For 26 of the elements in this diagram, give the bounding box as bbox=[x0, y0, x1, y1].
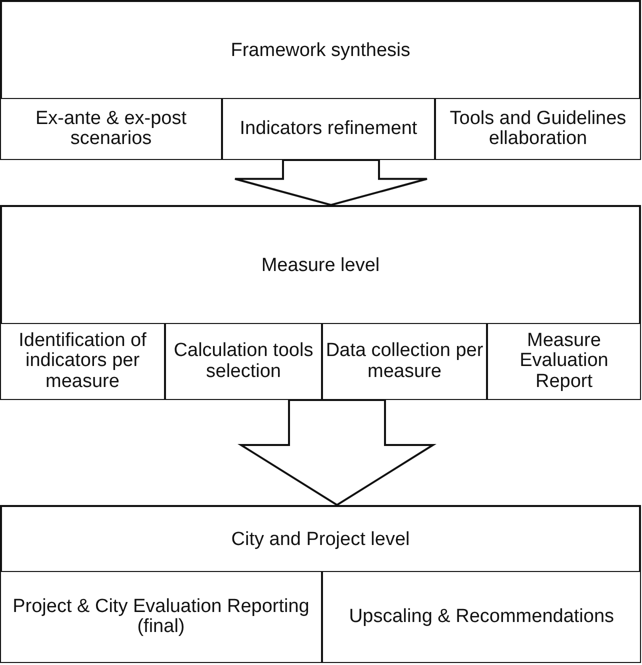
sub-step-box bbox=[322, 571, 641, 663]
step-label: Tools and Guidelines ellaboration bbox=[448, 108, 628, 150]
step-label: Project & City Evaluation Reporting (final) bbox=[12, 596, 310, 638]
sub-step-box bbox=[0, 98, 222, 160]
block-arrow bbox=[238, 399, 436, 506]
stage-box bbox=[0, 0, 641, 160]
stage-box bbox=[0, 505, 641, 663]
step-label: Identification of indicators per measure bbox=[18, 331, 148, 392]
stage-title: Measure level bbox=[261, 255, 380, 277]
sub-step-box bbox=[0, 323, 165, 400]
step-label: Indicators refinement bbox=[240, 118, 418, 140]
step-label: Calculation tools selection bbox=[172, 341, 314, 382]
sub-step-box bbox=[165, 323, 322, 400]
sub-step-box bbox=[222, 98, 435, 160]
stage-title: Framework synthesis bbox=[230, 40, 410, 62]
step-label: Ex-ante & ex-post scenarios bbox=[34, 108, 188, 150]
sub-step-box bbox=[322, 323, 487, 400]
sub-step-box bbox=[435, 98, 641, 160]
step-label: Upscaling & Recommendations bbox=[348, 606, 614, 628]
step-label: Data collection per measure bbox=[325, 341, 484, 382]
sub-step-box bbox=[487, 323, 641, 400]
stage-box bbox=[0, 205, 641, 400]
sub-step-box bbox=[0, 571, 322, 663]
step-label: Measure Evaluation Report bbox=[518, 331, 610, 392]
block-arrow bbox=[234, 159, 428, 206]
stage-title: City and Project level bbox=[231, 529, 410, 551]
